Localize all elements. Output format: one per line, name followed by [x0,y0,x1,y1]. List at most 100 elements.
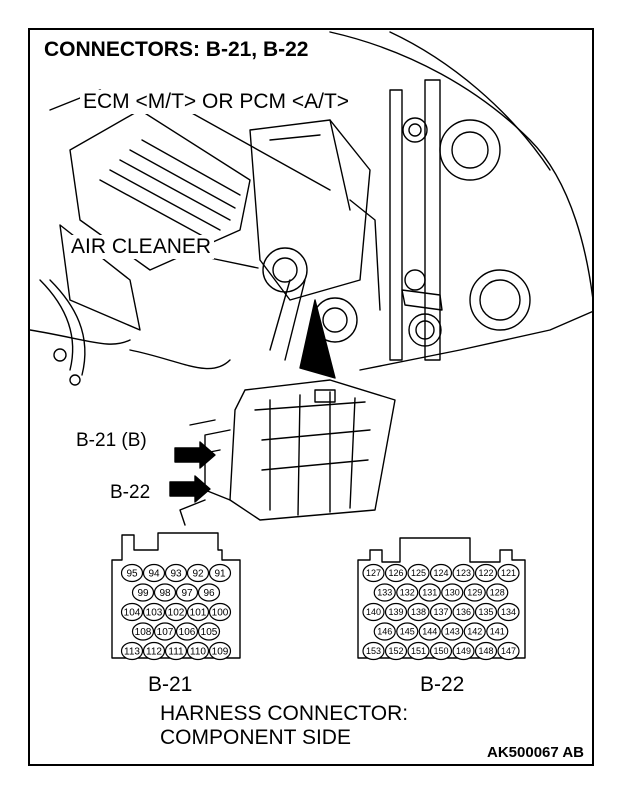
fender-outline [329,31,592,371]
diagram-title: CONNECTORS: B-21, B-22 [40,38,313,62]
b21-arrow [174,441,216,469]
pin-147 [497,641,520,661]
pin-108 [131,622,155,641]
pin-label-109: 109 [212,647,229,658]
pin-label-91: 91 [214,569,226,580]
pin-131 [418,583,441,602]
pin-130 [441,583,464,602]
pin-label-122: 122 [478,568,493,578]
pin-label-130: 130 [445,588,460,598]
air-cleaner-box [49,89,251,331]
pin-146 [373,622,396,641]
pin-145 [396,622,419,641]
pin-label-128: 128 [490,588,505,598]
pin-126 [384,563,408,583]
pin-label-150: 150 [433,646,448,656]
pin-135 [474,602,498,622]
pin-91 [208,563,232,583]
pin-109 [208,641,232,661]
pin-149 [452,641,475,661]
pin-128 [486,583,509,602]
leader-lines [189,111,331,269]
pin-label-124: 124 [433,568,448,578]
pin-106 [175,622,199,641]
pin-label-92: 92 [192,569,204,580]
pin-label-151: 151 [411,646,426,656]
pin-label-126: 126 [388,568,403,578]
pin-label-105: 105 [201,627,218,638]
pin-label-149: 149 [456,646,471,656]
pin-label-95: 95 [126,569,138,580]
pin-label-99: 99 [137,588,149,599]
pin-label-152: 152 [388,646,403,656]
pin-148 [474,641,498,661]
pin-label-143: 143 [445,627,460,637]
pin-label-97: 97 [181,588,193,599]
pin-label-134: 134 [501,607,516,617]
pin-label-107: 107 [157,627,174,638]
pin-138 [407,602,430,622]
pin-143 [441,622,464,641]
pin-111 [164,641,188,661]
harness-note-line1: HARNESS CONNECTOR: [160,702,409,725]
pin-99 [131,583,155,602]
pin-label-96: 96 [203,588,215,599]
pointer-arrow [299,299,336,379]
pin-95 [120,563,144,583]
pin-label-148: 148 [478,646,493,656]
pin-label-121: 121 [501,568,516,578]
pin-113 [120,641,144,661]
pin-100 [208,602,232,622]
pin-label-125: 125 [411,568,426,578]
pin-110 [186,641,210,661]
pin-label-142: 142 [467,627,482,637]
hoses [30,279,231,386]
air-cleaner-label: AIR CLEANER [68,235,215,259]
pin-label-94: 94 [148,569,160,580]
battery-area [249,119,381,361]
pin-93 [164,563,188,583]
pin-102 [164,602,188,622]
pin-label-131: 131 [422,588,437,598]
b22-caption: B-22 [420,673,465,696]
pin-92 [186,563,210,583]
pin-101 [186,602,210,622]
pin-152 [384,641,408,661]
pin-label-100: 100 [212,608,229,619]
strut-tower [389,79,531,361]
pin-112 [142,641,166,661]
pin-127 [362,563,385,583]
b22-arrow [169,475,211,503]
pin-label-153: 153 [366,646,381,656]
pin-124 [429,563,453,583]
pin-137 [429,602,453,622]
pin-97 [175,583,199,602]
pin-label-123: 123 [456,568,471,578]
pin-98 [153,583,177,602]
pin-label-129: 129 [467,588,482,598]
pin-105 [197,622,221,641]
pin-141 [486,622,509,641]
pin-label-132: 132 [400,588,415,598]
figure-code: AK500067 AB [487,744,584,761]
pin-label-108: 108 [135,627,152,638]
ecm-unit [179,379,396,526]
pin-label-133: 133 [377,588,392,598]
pin-107 [153,622,177,641]
pin-125 [407,563,430,583]
b21-pointer-label: B-21 (B) [76,430,147,452]
pin-123 [452,563,475,583]
pin-104 [120,602,144,622]
pin-label-147: 147 [501,646,516,656]
pin-label-139: 139 [388,607,403,617]
pin-103 [142,602,166,622]
pin-label-127: 127 [366,568,381,578]
pin-122 [474,563,498,583]
pin-151 [407,641,430,661]
pin-134 [497,602,520,622]
pin-label-146: 146 [377,627,392,637]
pin-label-102: 102 [168,608,185,619]
pin-label-106: 106 [179,627,196,638]
